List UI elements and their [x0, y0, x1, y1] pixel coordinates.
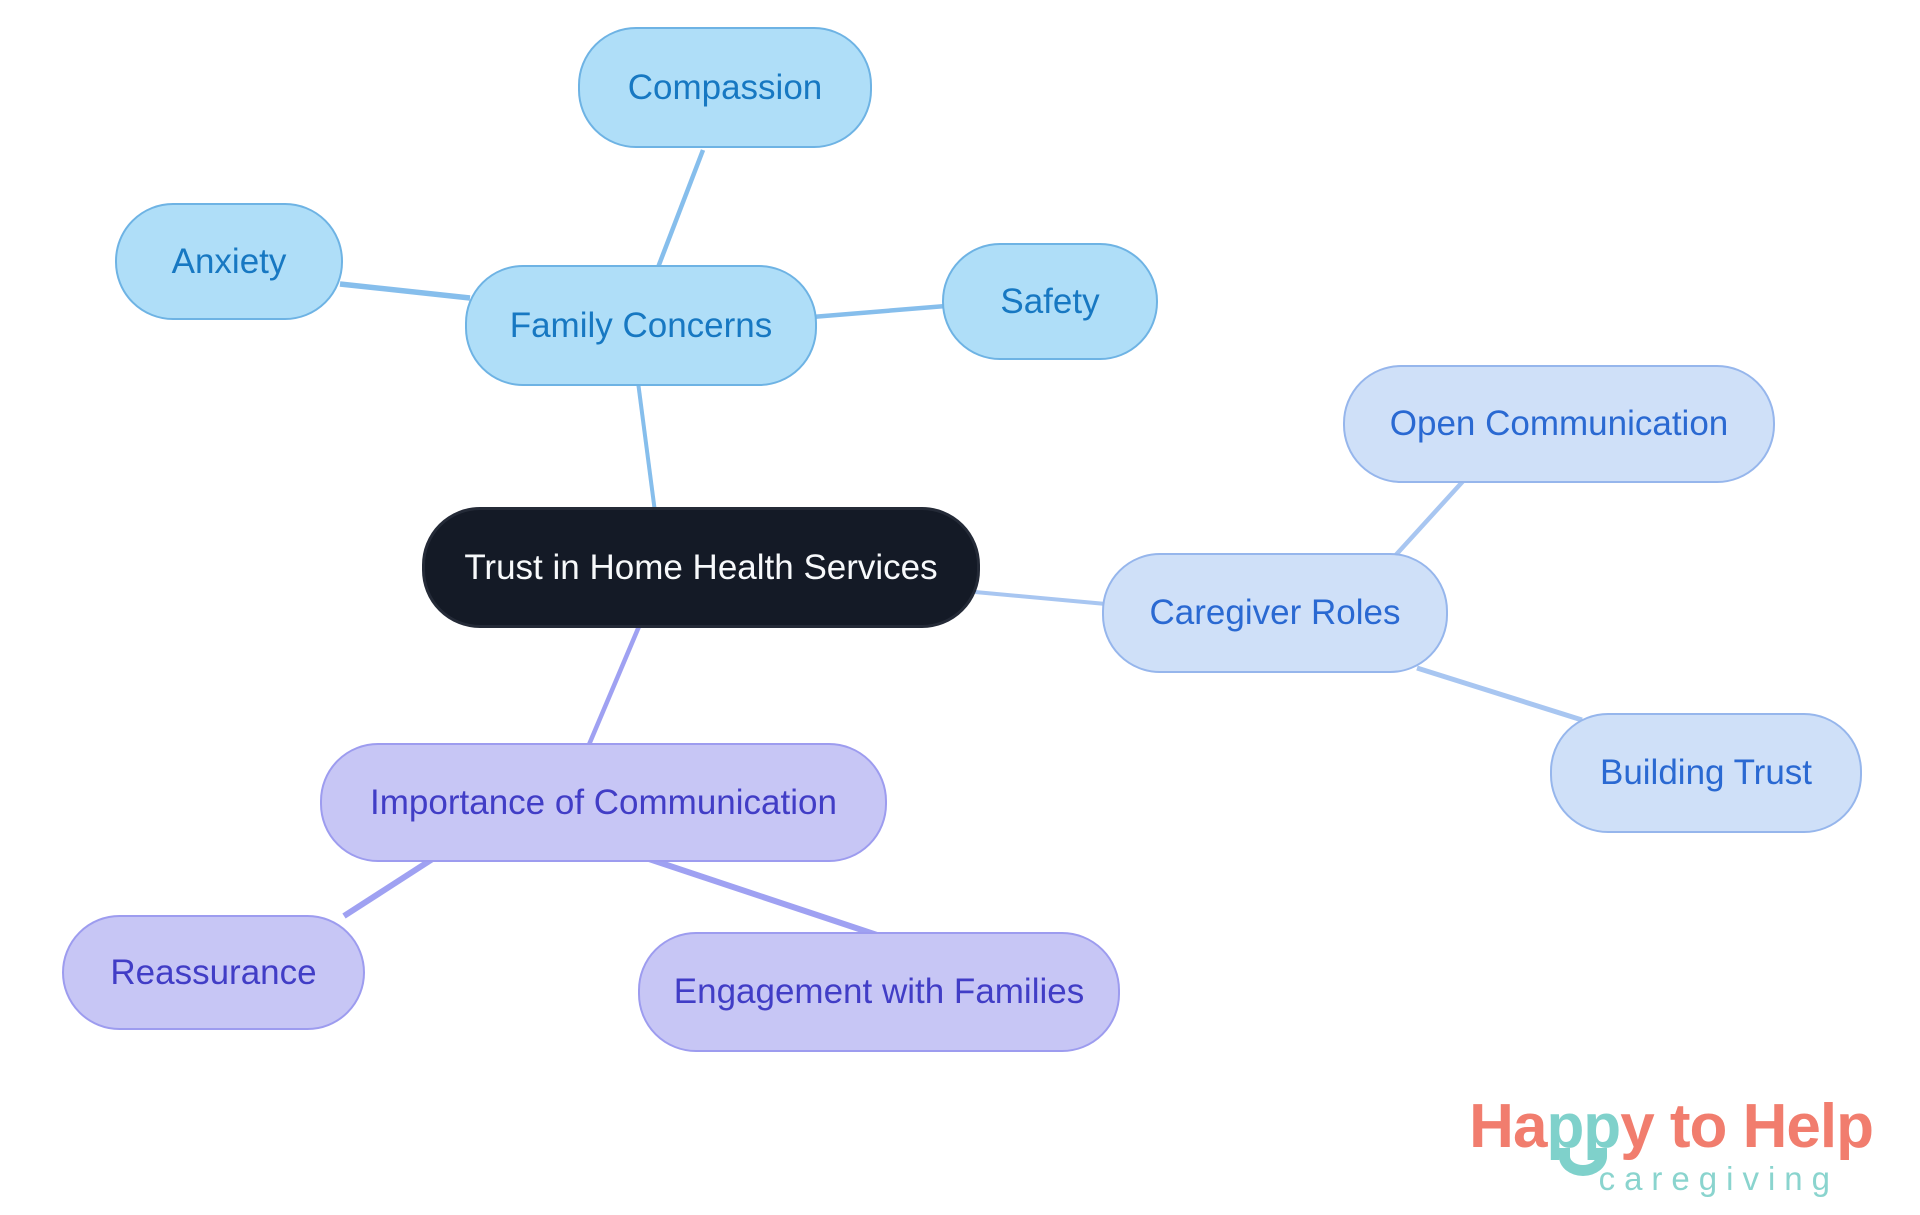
logo-tagline: caregiving	[1598, 1160, 1839, 1197]
node-caregiver-roles[interactable]: Caregiver Roles	[1102, 553, 1448, 673]
logo-smile-icon	[1559, 1148, 1608, 1176]
logo-word-pp-wrap: pp	[1546, 1096, 1621, 1176]
node-root-label: Trust in Home Health Services	[464, 547, 938, 587]
node-family-concerns[interactable]: Family Concerns	[465, 265, 817, 386]
node-anxiety-label: Anxiety	[171, 241, 287, 281]
edge-family-concerns-compassion	[654, 149, 706, 271]
edge-root-importance-of-communication	[585, 623, 643, 748]
node-open-communication[interactable]: Open Communication	[1343, 365, 1775, 483]
node-importance-of-communication-label: Importance of Communication	[370, 782, 837, 822]
node-compassion[interactable]: Compassion	[578, 27, 872, 148]
node-root-trust-in-home-health-services[interactable]: Trust in Home Health Services	[422, 507, 980, 628]
edge-caregiver-roles-open-communication	[1392, 477, 1467, 559]
node-reassurance-label: Reassurance	[110, 952, 317, 992]
node-importance-of-communication[interactable]: Importance of Communication	[320, 743, 887, 862]
edge-importance-reassurance	[342, 855, 436, 919]
node-engagement-with-families-label: Engagement with Families	[673, 972, 1085, 1011]
node-family-concerns-label: Family Concerns	[509, 305, 773, 345]
node-compassion-label: Compassion	[627, 67, 823, 107]
node-engagement-with-families[interactable]: Engagement with Families	[638, 932, 1120, 1052]
node-building-trust[interactable]: Building Trust	[1550, 713, 1862, 833]
edge-caregiver-roles-building-trust	[1416, 665, 1583, 723]
node-safety-label: Safety	[1000, 281, 1100, 321]
logo-word-part1: Ha	[1469, 1092, 1547, 1161]
node-open-communication-label: Open Communication	[1389, 404, 1729, 443]
node-reassurance[interactable]: Reassurance	[62, 915, 365, 1030]
edge-family-concerns-safety	[811, 303, 947, 320]
node-building-trust-label: Building Trust	[1599, 753, 1813, 792]
node-caregiver-roles-label: Caregiver Roles	[1149, 593, 1401, 632]
edge-family-concerns-anxiety	[339, 281, 471, 301]
node-anxiety[interactable]: Anxiety	[115, 203, 343, 320]
logo-word-part3: y to Help	[1620, 1092, 1874, 1161]
node-safety[interactable]: Safety	[942, 243, 1158, 360]
edge-importance-engagement	[645, 855, 881, 939]
edge-root-family-concerns	[636, 381, 657, 513]
edge-root-caregiver-roles	[974, 590, 1107, 606]
